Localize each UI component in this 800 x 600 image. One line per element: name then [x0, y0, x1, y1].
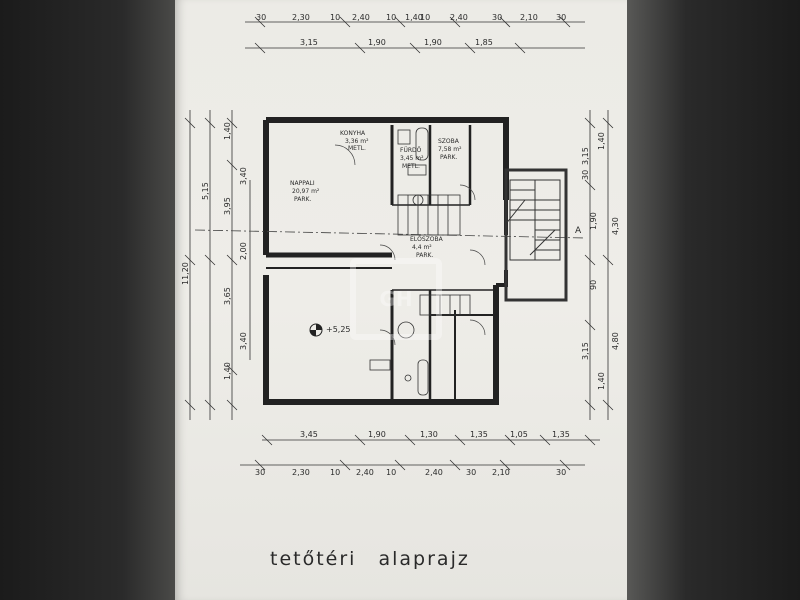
bottom-dim-row1-3: 1,35 [470, 430, 488, 439]
bottom-dim-row2-5: 2,40 [425, 468, 443, 477]
section-mark-label: A [575, 226, 582, 236]
top-dim-row1-2: 10 [330, 13, 340, 22]
room-floor-konyha: METL. [348, 145, 366, 152]
left-dim-4: 1,40 [223, 122, 232, 140]
bottom-dim-row2-0: 30 [255, 468, 265, 477]
top-dim-row2-1: 1,90 [368, 38, 386, 47]
room-area-szoba: 7,58 m² [438, 146, 462, 153]
room-area-eloszoba: 4,4 m² [412, 244, 432, 251]
right-dimension-lines [584, 110, 614, 420]
top-dim-row1-4: 10 [386, 13, 396, 22]
bottom-dim-row1-4: 1,05 [510, 430, 528, 439]
right-dim-5: 90 [589, 280, 598, 290]
bottom-dim-row2-3: 2,40 [356, 468, 374, 477]
left-dim-5: 3,65 [223, 287, 232, 305]
top-dim-row1-7: 2,40 [450, 13, 468, 22]
room-label-szoba: SZOBA [438, 138, 460, 145]
room-floor-eloszoba: PARK. [416, 252, 433, 259]
bottom-dimension-lines [240, 434, 600, 471]
room-label-konyha: KONYHA [340, 130, 366, 137]
drawing-title: tetőtéri alaprajz [270, 548, 470, 570]
right-dim-6: 3,15 [581, 342, 590, 360]
room-floor-szoba: PARK. [440, 154, 457, 161]
bottom-dim-row2-4: 10 [386, 468, 396, 477]
right-dim-2: 30 [581, 170, 590, 180]
left-dim-7: 1,40 [223, 362, 232, 380]
room-floor-furdo: METL. [402, 163, 420, 170]
left-dim-2: 3,95 [223, 197, 232, 215]
bottom-dim-row1-1: 1,90 [368, 430, 386, 439]
top-dim-row1-6: 10 [420, 13, 430, 22]
top-dim-row1-10: 30 [556, 13, 566, 22]
section-line [194, 229, 586, 239]
room-label-furdo: FÜRDŐ [400, 147, 422, 154]
left-dim-1: 5,15 [201, 182, 210, 200]
left-dim-0: 11,20 [181, 262, 190, 285]
top-dim-row1-8: 30 [492, 13, 502, 22]
top-dim-row1-9: 2,10 [520, 13, 538, 22]
bottom-dim-row1-5: 1,35 [552, 430, 570, 439]
top-dim-row1-3: 2,40 [352, 13, 370, 22]
bottom-dim-row2-7: 2,10 [492, 468, 510, 477]
right-dim-4: 4,30 [611, 217, 620, 235]
top-dim-row2-2: 1,90 [424, 38, 442, 47]
bottom-dim-row2-6: 30 [466, 468, 476, 477]
bottom-dim-row2-1: 2,30 [292, 468, 310, 477]
right-dim-7: 4,80 [611, 332, 620, 350]
room-label-nappali: NAPPALI [290, 180, 315, 187]
level-marker [309, 323, 323, 337]
room-area-nappali: 20,97 m² [292, 188, 320, 195]
dark-background-right [625, 0, 800, 600]
top-dimension-lines [245, 16, 585, 54]
bottom-dim-row1-0: 3,45 [300, 430, 318, 439]
room-area-konyha: 3,36 m² [345, 138, 369, 145]
room-area-furdo: 3,45 m² [400, 155, 424, 162]
room-label-eloszoba: ELŐSZOBA [410, 236, 444, 243]
bottom-dim-row1-2: 1,30 [420, 430, 438, 439]
right-dim-0: 1,40 [597, 132, 606, 150]
left-dim-8: 2,00 [239, 242, 248, 260]
right-dim-1: 3,15 [581, 147, 590, 165]
right-dim-3: 1,90 [589, 212, 598, 230]
exterior-stair [504, 168, 568, 302]
top-dim-row1-1: 2,30 [292, 13, 310, 22]
top-dim-row1-5: 1,40 [405, 13, 423, 22]
left-dim-6: 3,40 [239, 332, 248, 350]
left-dimension-lines [184, 110, 251, 420]
right-dim-8: 1,40 [597, 372, 606, 390]
bottom-dim-row2-8: 30 [556, 468, 566, 477]
fixtures [369, 127, 429, 396]
room-floor-nappali: PARK. [294, 196, 311, 203]
level-mark-label: +5,25 [326, 325, 351, 334]
dark-background-left [0, 0, 175, 600]
watermark-logo: GH [350, 258, 442, 340]
top-dim-row1-0: 30 [256, 13, 266, 22]
left-dim-3: 3,40 [239, 167, 248, 185]
door-swings [334, 144, 486, 346]
top-dim-row2-0: 3,15 [300, 38, 318, 47]
top-dim-row2-3: 1,85 [475, 38, 493, 47]
bottom-dim-row2-2: 10 [330, 468, 340, 477]
